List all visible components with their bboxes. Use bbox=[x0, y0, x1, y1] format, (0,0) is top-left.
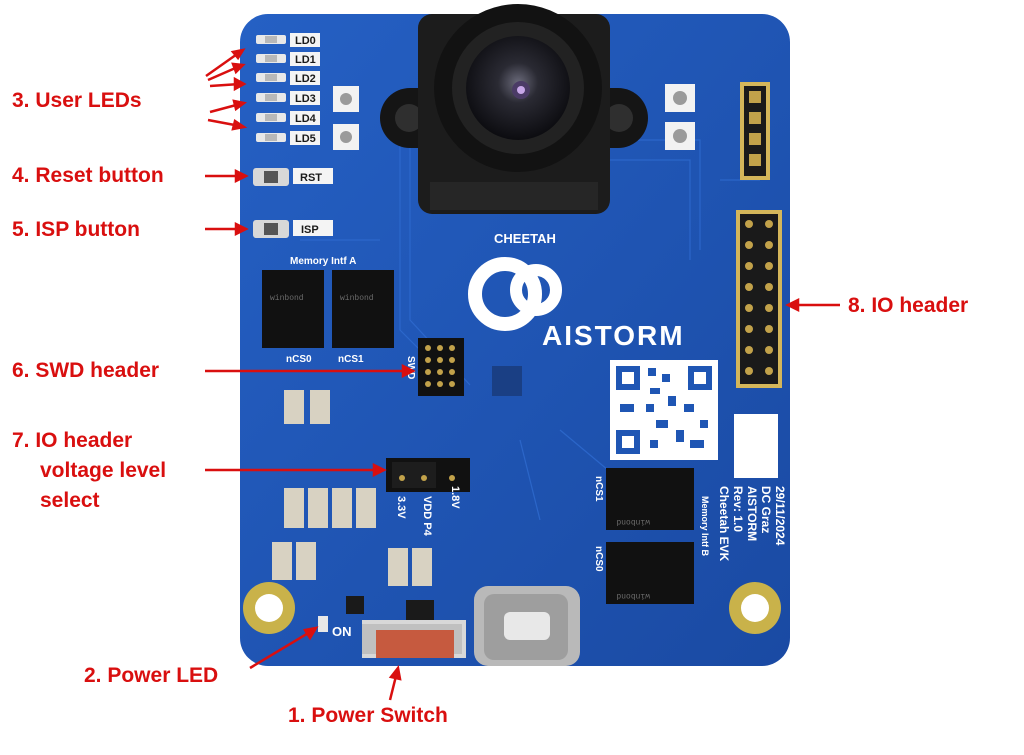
svg-text:winbond: winbond bbox=[340, 294, 374, 303]
svg-text:winbond: winbond bbox=[616, 517, 650, 526]
callout-io-voltage-3: select bbox=[40, 489, 100, 512]
svg-text:SWD: SWD bbox=[405, 356, 416, 379]
capacitors bbox=[272, 390, 432, 586]
svg-text:nCS0: nCS0 bbox=[286, 354, 312, 365]
top-right-header bbox=[740, 82, 770, 180]
white-label-area bbox=[734, 414, 778, 478]
svg-text:LD4: LD4 bbox=[295, 113, 317, 125]
svg-text:LD0: LD0 bbox=[295, 35, 316, 47]
callout-user-leds: 3. User LEDs bbox=[12, 89, 142, 112]
svg-text:RST: RST bbox=[300, 172, 322, 184]
callout-swd-header: 6. SWD header bbox=[12, 359, 160, 382]
central-chip bbox=[492, 366, 522, 396]
aistorm-logo bbox=[468, 257, 562, 331]
callout-reset-button: 4. Reset button bbox=[12, 164, 164, 187]
memory-chip-ncs1: winbond bbox=[332, 270, 394, 348]
reset-button: RST bbox=[253, 168, 333, 186]
callout-power-led: 2. Power LED bbox=[84, 664, 219, 687]
svg-text:AISTORM: AISTORM bbox=[542, 320, 685, 351]
svg-text:winbond: winbond bbox=[616, 591, 650, 600]
power-switch bbox=[362, 620, 466, 658]
memory-chip-ncs0: winbond bbox=[262, 270, 324, 348]
user-leds-group: LD0 LD1 LD2 LD3 LD4 LD5 bbox=[256, 33, 320, 145]
qr-code bbox=[610, 360, 718, 460]
swd-header bbox=[418, 338, 464, 396]
svg-text:AISTORM: AISTORM bbox=[745, 486, 759, 541]
io-header bbox=[736, 210, 782, 388]
svg-text:ON: ON bbox=[332, 624, 352, 639]
power-led bbox=[318, 616, 328, 632]
svg-text:LD3: LD3 bbox=[295, 93, 316, 105]
svg-text:winbond: winbond bbox=[270, 294, 304, 303]
svg-text:1.8V: 1.8V bbox=[449, 486, 461, 509]
camera-module bbox=[380, 4, 648, 214]
svg-text:nCS0: nCS0 bbox=[593, 546, 604, 572]
memory-chip-b-ncs1: winbond bbox=[606, 468, 694, 530]
svg-text:LD5: LD5 bbox=[295, 133, 316, 145]
svg-text:Memory Intf B: Memory Intf B bbox=[700, 496, 710, 557]
callout-io-voltage-2: voltage level bbox=[40, 459, 167, 482]
callout-isp-button: 5. ISP button bbox=[12, 218, 140, 241]
svg-text:VDD P4: VDD P4 bbox=[421, 496, 433, 537]
svg-text:Cheetah EVK: Cheetah EVK bbox=[717, 486, 731, 562]
svg-text:Rev: 1.0: Rev: 1.0 bbox=[731, 486, 745, 532]
callout-io-header: 8. IO header bbox=[848, 294, 969, 317]
voltage-select-jumper bbox=[386, 458, 470, 492]
callout-arrows bbox=[205, 48, 840, 701]
isp-button: ISP bbox=[253, 220, 333, 238]
callout-power-switch: 1. Power Switch bbox=[288, 704, 448, 727]
svg-text:DC Graz: DC Graz bbox=[759, 486, 773, 533]
svg-text:LD1: LD1 bbox=[295, 54, 316, 66]
svg-text:29/11/2024: 29/11/2024 bbox=[773, 486, 787, 546]
svg-text:ISP: ISP bbox=[301, 224, 319, 236]
callout-io-voltage-1: 7. IO header bbox=[12, 429, 133, 452]
svg-text:nCS1: nCS1 bbox=[338, 354, 364, 365]
svg-text:Memory Intf A: Memory Intf A bbox=[290, 256, 356, 267]
svg-text:3.3V: 3.3V bbox=[395, 496, 407, 519]
svg-text:nCS1: nCS1 bbox=[593, 476, 604, 502]
svg-text:CHEETAH: CHEETAH bbox=[494, 231, 556, 246]
svg-text:LD2: LD2 bbox=[295, 73, 316, 85]
usb-c-connector bbox=[474, 586, 580, 666]
memory-chip-b-ncs0: winbond bbox=[606, 542, 694, 604]
board-info-silk: Cheetah EVK Rev: 1.0 AISTORM DC Graz 29/… bbox=[717, 486, 787, 562]
